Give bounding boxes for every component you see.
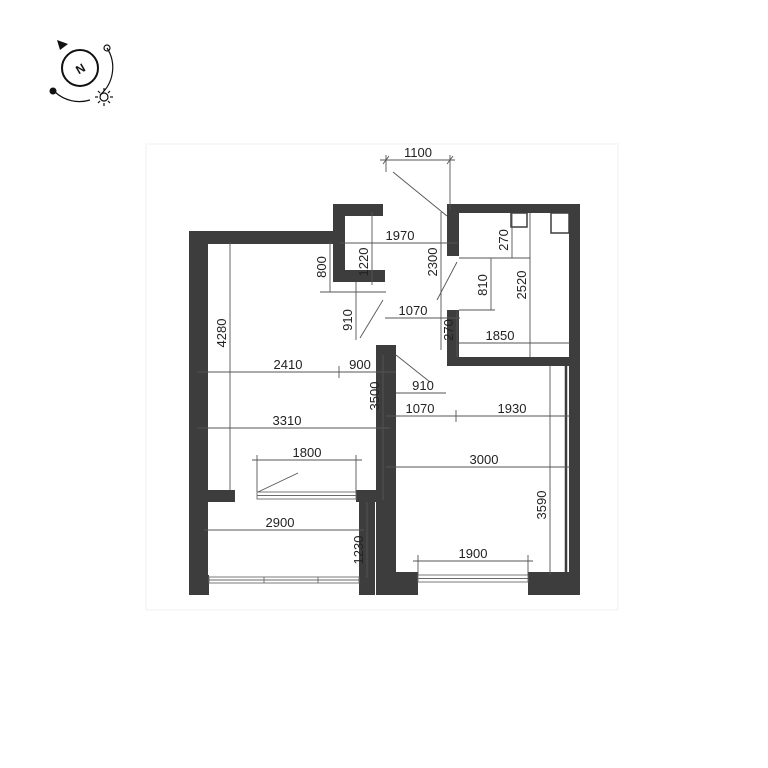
dim-bedroom-window: 1900 [459, 546, 488, 561]
dim-living-width: 2410 [274, 357, 303, 372]
dim-hall-width: 1970 [386, 228, 415, 243]
bath-door-leaf [436, 261, 458, 301]
balcony-door-leaf [257, 472, 299, 493]
bath-niche [510, 212, 528, 228]
compass-ring [61, 49, 99, 87]
dim-living-top-offset: 800 [314, 256, 329, 278]
north-arrow-icon [57, 40, 68, 50]
sunset-marker [49, 87, 57, 95]
wall-bedroom-bottom-right [528, 572, 580, 595]
north-label: N [73, 61, 88, 77]
dimension-lines [198, 155, 570, 578]
dim-opening-width: 900 [349, 357, 371, 372]
wall-bedroom-bottom-left [376, 572, 418, 595]
dim-living-full-width: 3310 [273, 413, 302, 428]
wall-bath-top [447, 204, 580, 213]
shaft-box [550, 212, 570, 234]
dim-bed-right-seg: 1930 [498, 401, 527, 416]
wall-balcony-corner [189, 575, 209, 595]
wall-bath-left-upper [447, 204, 459, 256]
wall-living-top [189, 231, 344, 244]
sun-path-arc-lower [54, 91, 91, 103]
entry-door-leaf [392, 171, 448, 217]
dim-balcony-width: 2900 [266, 515, 295, 530]
dim-balcony-depth: 1230 [351, 536, 366, 565]
dimension-labels: 1100 1970 2300 1220 800 4280 910 1070 27… [214, 145, 549, 564]
plan-frame [145, 143, 619, 611]
dim-bedroom-door: 910 [412, 378, 434, 393]
dim-living-depth: 3500 [367, 382, 382, 411]
living-door-leaf [359, 299, 384, 339]
wall-living-bottom-left [189, 490, 235, 502]
dim-niche-height: 1220 [356, 248, 371, 277]
dim-bath-width: 1850 [486, 328, 515, 343]
compass: N [49, 40, 114, 106]
dim-living-window: 1800 [293, 445, 322, 460]
doors [257, 171, 458, 493]
dim-door-height: 910 [340, 309, 355, 331]
wall-living-bottom-right [356, 490, 396, 502]
dim-bedroom-height: 3590 [534, 491, 549, 520]
wall-niche-top [333, 204, 383, 216]
sunrise-marker [103, 44, 111, 52]
dim-living-height: 4280 [214, 319, 229, 348]
wall-bath-left-lower [447, 310, 459, 365]
dim-hall-lower-width: 1070 [399, 303, 428, 318]
wall-bath-bottom [447, 357, 580, 366]
sun-icon [95, 88, 113, 106]
wall-niche-left [333, 204, 345, 282]
sun-path-arc [99, 47, 114, 96]
dim-bath-top-wall: 270 [496, 229, 511, 251]
bedroom-door-leaf [395, 354, 431, 383]
dim-bedroom-width: 3000 [470, 452, 499, 467]
dim-bath-lower-wall: 270 [441, 319, 456, 341]
dim-bath-gap: 810 [475, 274, 490, 296]
dim-entry-width: 1100 [404, 145, 432, 160]
wall-right [569, 204, 580, 594]
windows [208, 491, 529, 584]
dim-bed-left-seg: 1070 [406, 401, 435, 416]
walls [189, 204, 580, 595]
dim-bath-height: 2520 [514, 271, 529, 300]
dim-hall-depth: 2300 [425, 248, 440, 277]
wall-partition [376, 345, 396, 595]
wall-left [189, 231, 208, 595]
